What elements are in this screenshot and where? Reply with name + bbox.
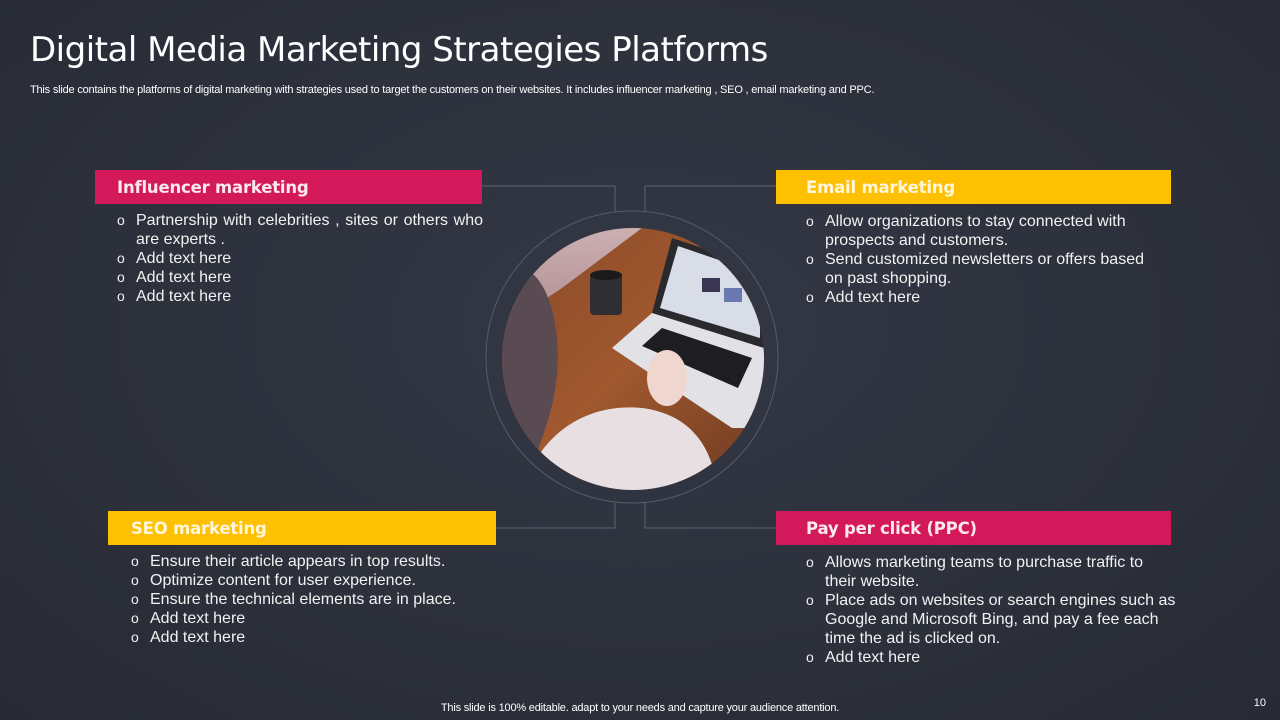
bullet-circle-icon: o	[131, 572, 139, 588]
bullet-circle-icon: o	[806, 251, 814, 267]
bullet-circle-icon: o	[131, 610, 139, 626]
bullet-circle-icon: o	[131, 591, 139, 607]
bullet-circle-icon: o	[117, 212, 125, 228]
bullet-circle-icon: o	[131, 629, 139, 645]
slide-title: Digital Media Marketing Strategies Platf…	[30, 30, 768, 70]
bullet-circle-icon: o	[806, 213, 814, 229]
influencer-marketing-title: Influencer marketing	[117, 177, 309, 197]
influencer-marketing-header: Influencer marketing	[95, 170, 482, 204]
slide-subtitle: This slide contains the platforms of dig…	[30, 84, 875, 96]
ppc-header: Pay per click (PPC)	[776, 511, 1171, 545]
email-marketing-title: Email marketing	[806, 177, 955, 197]
seo-marketing-header: SEO marketing	[108, 511, 496, 545]
seo-marketing-title: SEO marketing	[131, 518, 267, 538]
woman-using-laptop-photo	[502, 228, 764, 490]
bullet-circle-icon: o	[117, 269, 125, 285]
bullet-circle-icon: o	[806, 649, 814, 665]
email-marketing-header: Email marketing	[776, 170, 1171, 204]
bullet-circle-icon: o	[117, 288, 125, 304]
slide-footer: This slide is 100% editable. adapt to yo…	[440, 702, 840, 714]
bullet-circle-icon: o	[806, 289, 814, 305]
bullet-circle-icon: o	[806, 592, 814, 608]
page-number: 10	[1253, 697, 1266, 709]
bullet-circle-icon: o	[806, 554, 814, 570]
bullet-circle-icon: o	[131, 553, 139, 569]
ppc-title: Pay per click (PPC)	[806, 518, 977, 538]
bullet-circle-icon: o	[117, 250, 125, 266]
